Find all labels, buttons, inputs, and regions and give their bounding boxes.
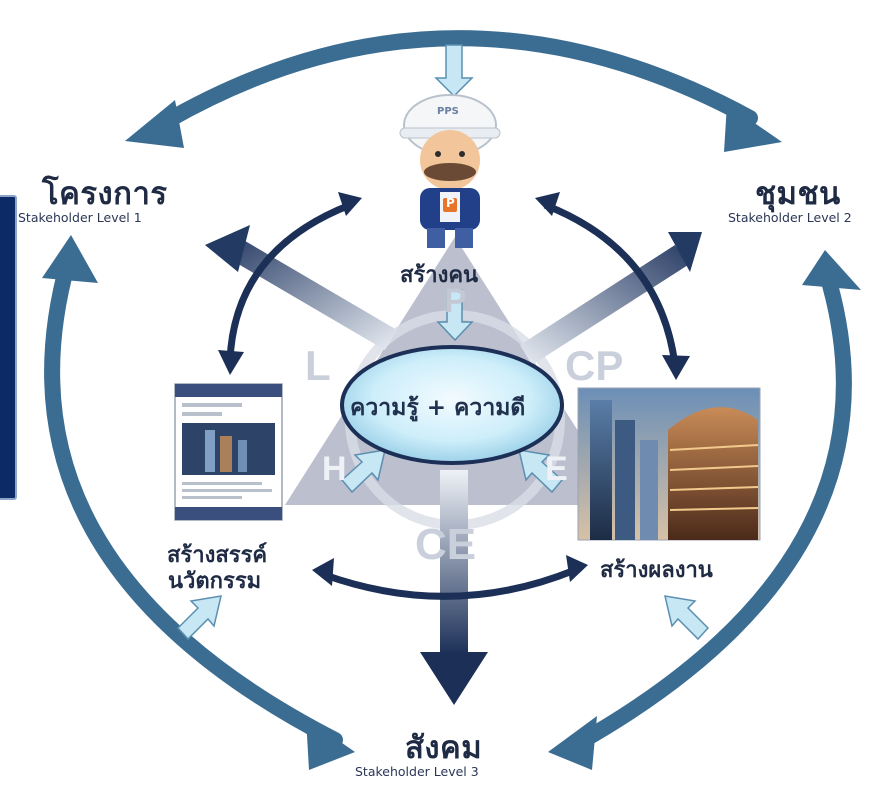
center-label: ความรู้ + ความดี xyxy=(350,395,526,421)
innovation-label-2: นวัตกรรม xyxy=(168,569,262,594)
dark-arrowheads xyxy=(218,192,690,586)
side-panel xyxy=(0,195,17,500)
triangle-letter-e: E xyxy=(545,450,568,488)
project-title: โครงการ xyxy=(42,176,168,212)
project-subtitle: Stakeholder Level 1 xyxy=(18,210,142,225)
person-mascot xyxy=(399,94,501,248)
center-ellipse xyxy=(340,345,564,465)
dark-curved-arrows xyxy=(226,201,679,600)
arrowhead-bottom-right xyxy=(548,716,597,770)
phone-screenshot xyxy=(174,383,283,521)
people-label: สร้างคน xyxy=(400,263,479,288)
vest-letter: P xyxy=(446,196,455,210)
arrow-e xyxy=(518,449,564,494)
arc-top xyxy=(152,30,758,133)
triangle-letter-left: L xyxy=(305,342,331,389)
light-arrows xyxy=(176,44,710,641)
triangle-letter-right: CP xyxy=(565,342,624,389)
gradient-arrows xyxy=(205,225,702,705)
arrowhead-top-right xyxy=(724,104,782,152)
arrowhead-left-up xyxy=(42,235,98,283)
arrowhead-top-left xyxy=(125,100,184,148)
outer-arrowheads xyxy=(42,100,861,770)
arc-right xyxy=(567,277,852,753)
performance-label: สร้างผลงาน xyxy=(600,558,713,583)
arrow-to-project xyxy=(205,225,397,350)
arrow-h xyxy=(340,449,386,494)
society-title: สังคม xyxy=(405,730,483,766)
society-subtitle: Stakeholder Level 3 xyxy=(355,764,479,779)
arrow-performance xyxy=(664,595,710,641)
arrowhead-bottom-left xyxy=(306,718,355,770)
community-subtitle: Stakeholder Level 2 xyxy=(728,210,852,225)
arrow-to-society xyxy=(420,470,488,705)
outer-cycle-arrows xyxy=(44,30,852,753)
arrowhead-right-up xyxy=(802,250,861,290)
arrow-down-center xyxy=(436,289,474,342)
arrow-to-community xyxy=(520,232,702,365)
community-title: ชุมชน xyxy=(755,176,841,212)
arrow-innovation xyxy=(176,595,222,641)
arc-left xyxy=(44,254,343,748)
triangle-letter-ce: CE xyxy=(415,520,477,569)
arrow-into-person xyxy=(434,44,474,98)
helmet-text: PPS xyxy=(437,106,459,117)
buildings-photo xyxy=(577,387,761,541)
triangle-letter-h: H xyxy=(322,450,347,488)
innovation-label-1: สร้างสรรค์ xyxy=(167,543,268,568)
triangle-letter-top: P xyxy=(444,282,467,320)
